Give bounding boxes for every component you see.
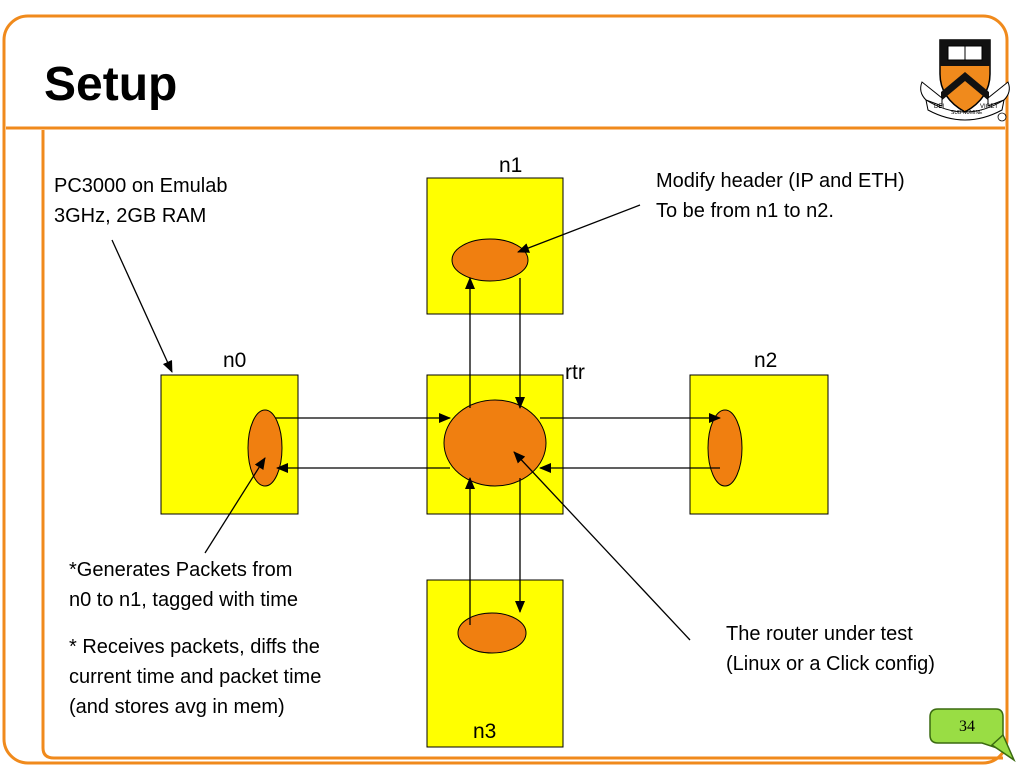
note-pc-line2: 3GHz, 2GB RAM	[54, 205, 206, 227]
label-n1: n1	[499, 154, 522, 177]
callout-pointers	[111, 204, 691, 641]
label-n2: n2	[754, 349, 777, 372]
logo-text-middle: SUB NUMINE	[951, 110, 983, 116]
note-modify-line2: To be from n1 to n2.	[656, 200, 834, 222]
note-generates-line1: *Generates Packets from	[69, 559, 292, 581]
princeton-shield-icon: DEI SUB NUMINE VIGET	[920, 39, 1010, 122]
page-number: 34	[959, 718, 975, 735]
node-n1-process	[451, 238, 529, 282]
packet-arrows	[275, 277, 721, 625]
node-n2-process	[707, 409, 743, 487]
node-n0-process	[247, 409, 283, 487]
pointer-generates-to-n0	[204, 457, 266, 554]
note-pc-line1: PC3000 on Emulab	[54, 175, 227, 197]
note-receives-line3: (and stores avg in mem)	[69, 696, 285, 718]
pointer-modify-to-n1	[517, 204, 641, 253]
page-number-badge: 34	[929, 708, 1016, 763]
node-n3-box	[426, 579, 564, 748]
pointer-pc-to-n0	[111, 239, 173, 373]
note-router-line2: (Linux or a Click config)	[726, 653, 935, 675]
logo-text-left: DEI	[934, 104, 944, 110]
note-generates-line2: n0 to n1, tagged with time	[69, 589, 298, 611]
note-receives-line1: * Receives packets, diffs the	[69, 636, 320, 658]
logo-text-right: VIGET	[980, 104, 998, 110]
slide-title: Setup	[44, 58, 177, 111]
node-n3-process	[457, 612, 527, 654]
pointer-router-to-rtr	[513, 451, 691, 641]
note-modify-line1: Modify header (IP and ETH)	[656, 170, 905, 192]
label-n0: n0	[223, 349, 246, 372]
note-router-line1: The router under test	[726, 623, 913, 645]
node-rtr-process	[443, 399, 547, 487]
label-n3: n3	[473, 720, 496, 743]
note-receives-line2: current time and packet time	[69, 666, 321, 688]
label-rtr: rtr	[565, 361, 585, 384]
